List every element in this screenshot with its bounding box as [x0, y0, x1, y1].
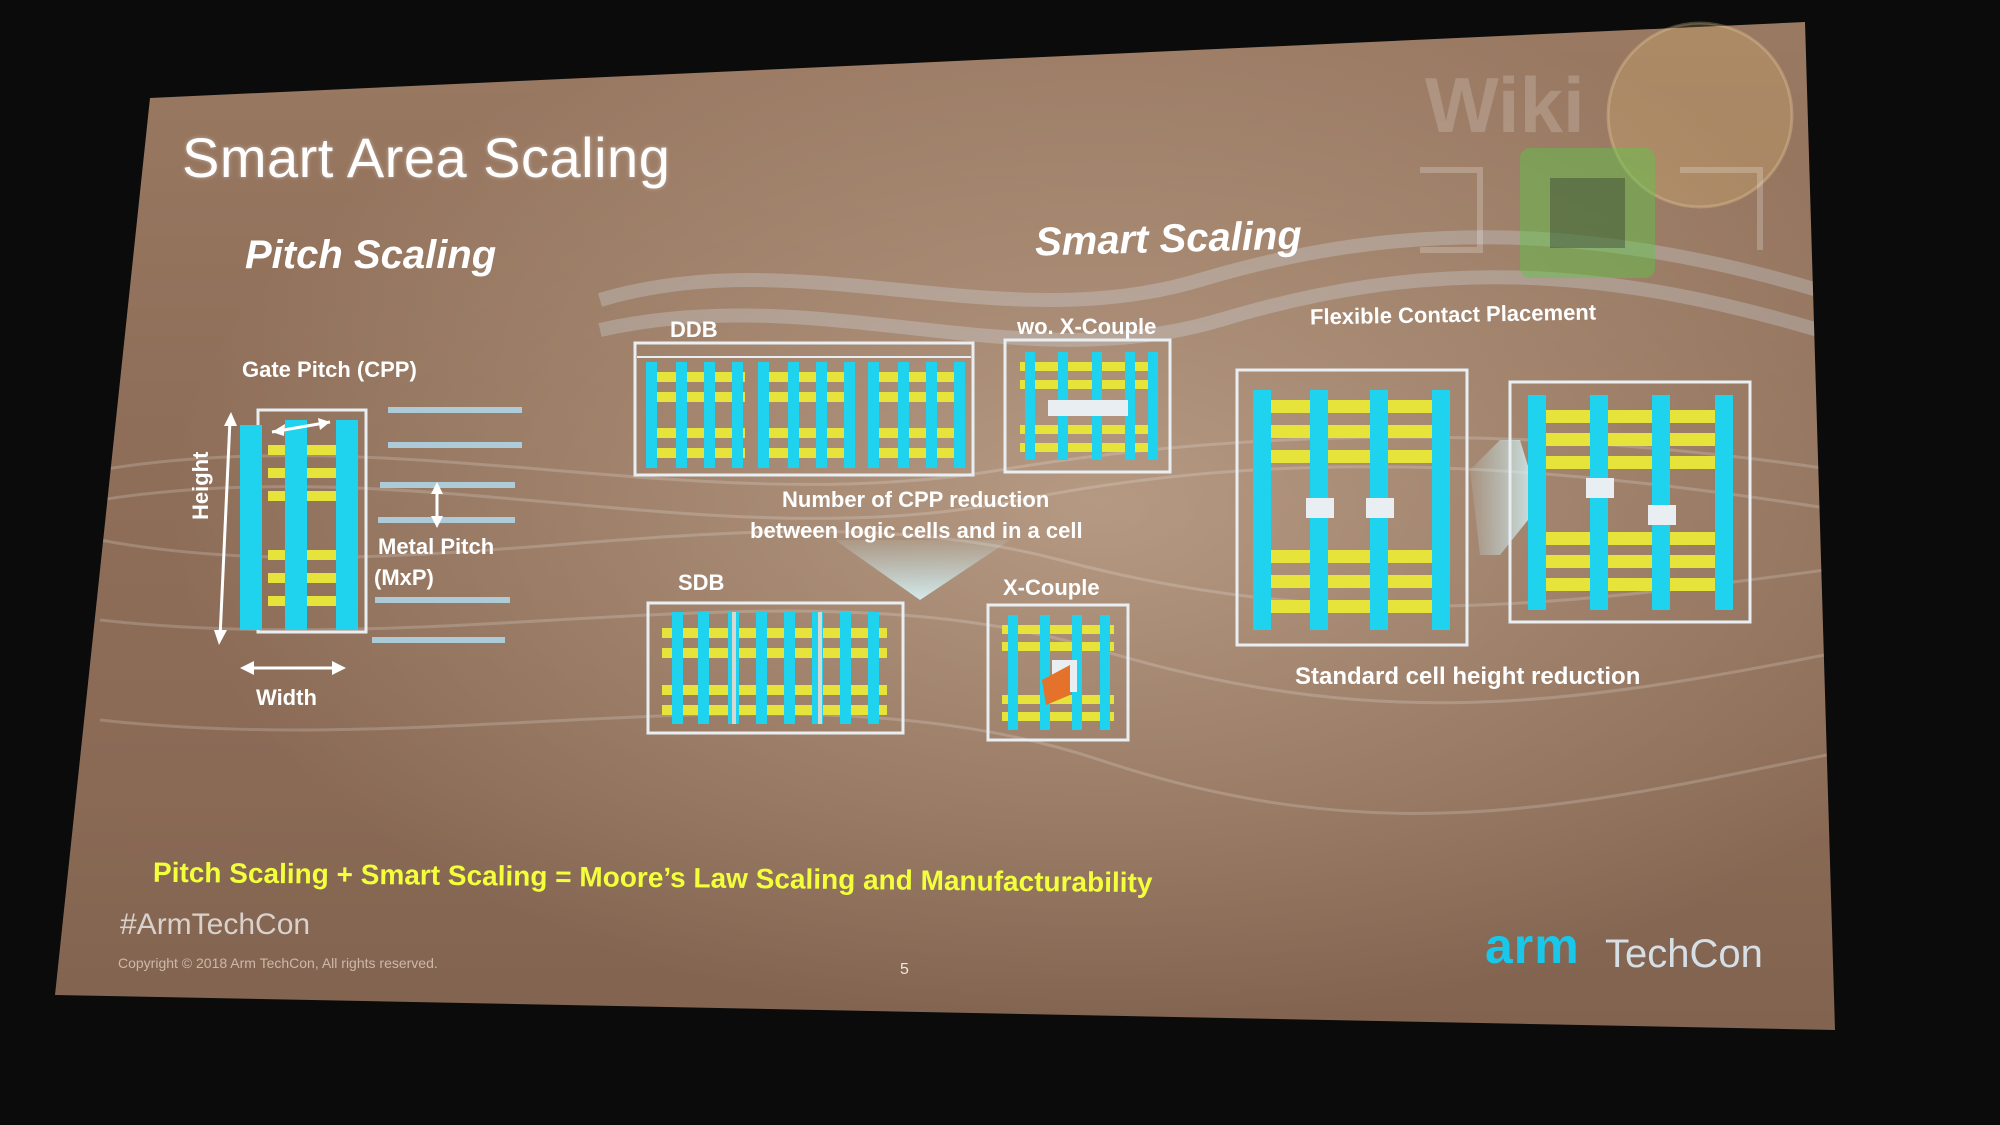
metal-pitch-label: Metal Pitch — [378, 534, 495, 559]
height-reduction-arrow — [1470, 440, 1540, 555]
cpp-reduction-line2: between logic cells and in a cell — [750, 518, 1083, 543]
metal-pitch-abbrev: (MxP) — [374, 565, 434, 590]
arm-logo-text: arm — [1485, 918, 1580, 974]
slide-title: Smart Area Scaling — [182, 126, 671, 189]
xcouple-cell — [986, 603, 1130, 742]
pitch-scaling-heading: Pitch Scaling — [245, 233, 497, 277]
flexible-contact-cell-tall — [1235, 368, 1469, 647]
sdb-label: SDB — [678, 570, 725, 595]
xcouple-label: X-Couple — [1003, 575, 1100, 600]
flexible-contact-cell-short — [1508, 380, 1752, 624]
page-number: 5 — [900, 961, 909, 978]
hashtag-text: #ArmTechCon — [120, 908, 311, 941]
cell-height-reduction-label: Standard cell height reduction — [1295, 663, 1641, 690]
cpp-reduction-arrow — [835, 540, 1010, 600]
sdb-cell-block — [646, 601, 905, 735]
wo-xcouple-cell — [1003, 338, 1172, 474]
gate-pitch-label: Gate Pitch (CPP) — [242, 357, 417, 382]
pitch-scaling-cell — [214, 407, 522, 675]
copyright-text: Copyright © 2018 Arm TechCon, All rights… — [118, 955, 438, 971]
wo-xcouple-label: wo. X-Couple — [1017, 314, 1157, 339]
ddb-cell-block — [633, 341, 975, 477]
cpp-reduction-line1: Number of CPP reduction — [782, 487, 1050, 512]
ddb-label: DDB — [670, 317, 718, 342]
width-label: Width — [256, 685, 317, 710]
watermark-text: Wiki — [1425, 61, 1585, 149]
techcon-logo-text: TechCon — [1605, 932, 1763, 976]
